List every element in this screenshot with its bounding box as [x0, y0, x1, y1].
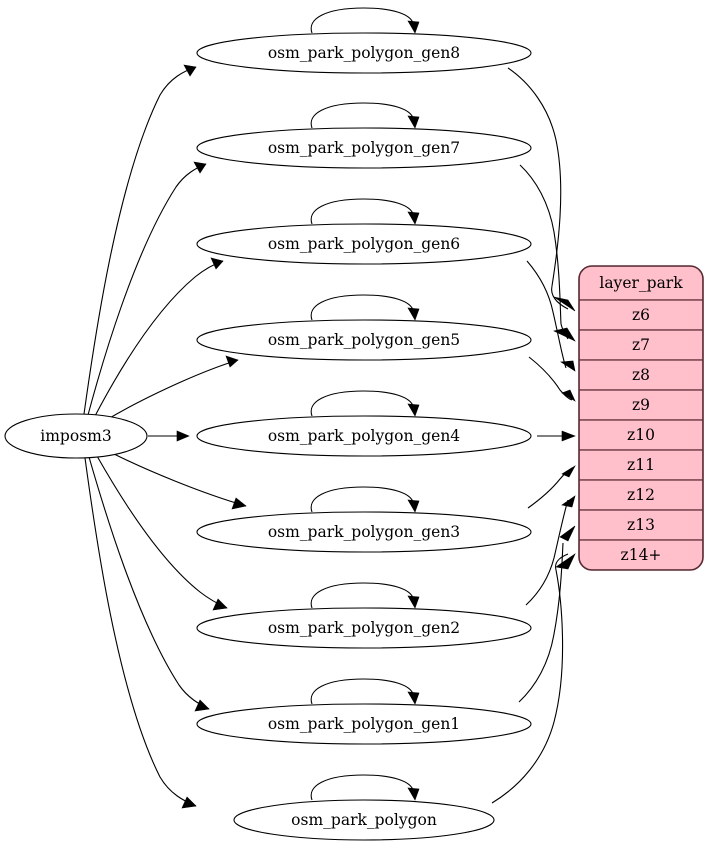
node-osm-park-polygon-gen2[interactable]: osm_park_polygon_gen2 [196, 607, 532, 649]
edges-imposm3-to-tables [83, 64, 247, 809]
edge-gen1-to-z13 [518, 525, 576, 703]
edge-imposm3-to-gen6 [94, 257, 224, 417]
node-label-gen6: osm_park_polygon_gen6 [268, 235, 460, 253]
node-label-gen3: osm_park_polygon_gen3 [268, 523, 460, 541]
node-layer-park-table[interactable]: layer_park z6 z7 z8 z9 z10 z11 z12 z13 z… [578, 265, 704, 571]
polygon-table-nodes: osm_park_polygon_gen8 osm_park_polygon_g… [196, 32, 532, 841]
node-label-gen1: osm_park_polygon_gen1 [268, 715, 460, 733]
node-label-imposm3: imposm3 [40, 427, 111, 445]
node-osm-park-polygon[interactable]: osm_park_polygon [233, 799, 495, 841]
table-row-z14plus[interactable] [579, 539, 703, 570]
self-loop-gen7 [310, 102, 420, 129]
table-row-label-z10: z10 [627, 426, 655, 444]
edge-imposm3-to-gen7 [87, 161, 207, 416]
edge-gen5-to-z9 [528, 356, 576, 402]
edge-imposm3-to-gen2 [96, 455, 228, 611]
table-row-label-z8: z8 [632, 366, 650, 384]
self-loop-gen4 [310, 390, 420, 417]
edge-gen2-to-z12 [525, 495, 576, 606]
node-osm-park-polygon-gen6[interactable]: osm_park_polygon_gen6 [196, 223, 532, 265]
self-loop-edges [310, 7, 420, 801]
edge-gen3-to-z11 [527, 465, 576, 509]
edge-imposm3-to-base [84, 457, 197, 809]
edge-gen8-to-z6 [507, 67, 576, 312]
edge-gen6-to-z8 [526, 260, 576, 372]
edge-gen4-to-z10 [537, 430, 576, 442]
table-row-label-z12: z12 [627, 486, 655, 504]
edge-imposm3-to-gen8 [83, 64, 197, 415]
self-loop-gen2 [310, 582, 420, 609]
node-label-gen8: osm_park_polygon_gen8 [268, 44, 460, 62]
node-label-base: osm_park_polygon [291, 811, 437, 829]
node-osm-park-polygon-gen8[interactable]: osm_park_polygon_gen8 [196, 32, 532, 74]
table-row-z9[interactable] [579, 389, 703, 421]
table-row-label-z6: z6 [632, 306, 650, 324]
self-loop-gen5 [310, 294, 420, 321]
table-row-z12[interactable] [579, 479, 703, 511]
table-header-label: layer_park [599, 274, 683, 292]
table-header-cell [579, 266, 703, 301]
self-loop-gen3 [310, 486, 420, 513]
table-row-z13[interactable] [579, 509, 703, 541]
table-row-label-z14plus: z14+ [621, 546, 662, 564]
node-imposm3[interactable]: imposm3 [4, 413, 148, 459]
self-loop-gen1 [310, 678, 420, 705]
node-osm-park-polygon-gen1[interactable]: osm_park_polygon_gen1 [196, 703, 532, 745]
edge-imposm3-to-gen5 [107, 355, 239, 420]
edges-tables-to-layer [491, 67, 576, 804]
table-row-label-z9: z9 [632, 396, 650, 414]
edge-imposm3-to-gen3 [111, 452, 247, 510]
node-label-gen5: osm_park_polygon_gen5 [268, 331, 460, 349]
edge-gen7-to-z7 [519, 164, 576, 342]
edge-imposm3-to-gen1 [88, 456, 210, 712]
self-loop-gen8 [310, 7, 420, 34]
self-loop-base [310, 774, 420, 801]
table-row-label-z11: z11 [627, 456, 655, 474]
edge-imposm3-to-gen4 [148, 430, 190, 442]
node-label-gen4: osm_park_polygon_gen4 [268, 427, 460, 445]
node-osm-park-polygon-gen3[interactable]: osm_park_polygon_gen3 [196, 511, 532, 553]
node-label-gen7: osm_park_polygon_gen7 [268, 139, 460, 157]
node-osm-park-polygon-gen4[interactable]: osm_park_polygon_gen4 [196, 415, 532, 457]
table-row-z7[interactable] [579, 329, 703, 361]
node-osm-park-polygon-gen5[interactable]: osm_park_polygon_gen5 [196, 319, 532, 361]
table-border [578, 265, 704, 571]
table-row-label-z13: z13 [627, 516, 655, 534]
self-loop-gen6 [310, 198, 420, 225]
table-row-label-z7: z7 [632, 336, 650, 354]
edge-base-to-z14plus [491, 553, 576, 804]
node-label-gen2: osm_park_polygon_gen2 [268, 619, 460, 637]
table-row-z11[interactable] [579, 449, 703, 481]
node-osm-park-polygon-gen7[interactable]: osm_park_polygon_gen7 [196, 127, 532, 169]
